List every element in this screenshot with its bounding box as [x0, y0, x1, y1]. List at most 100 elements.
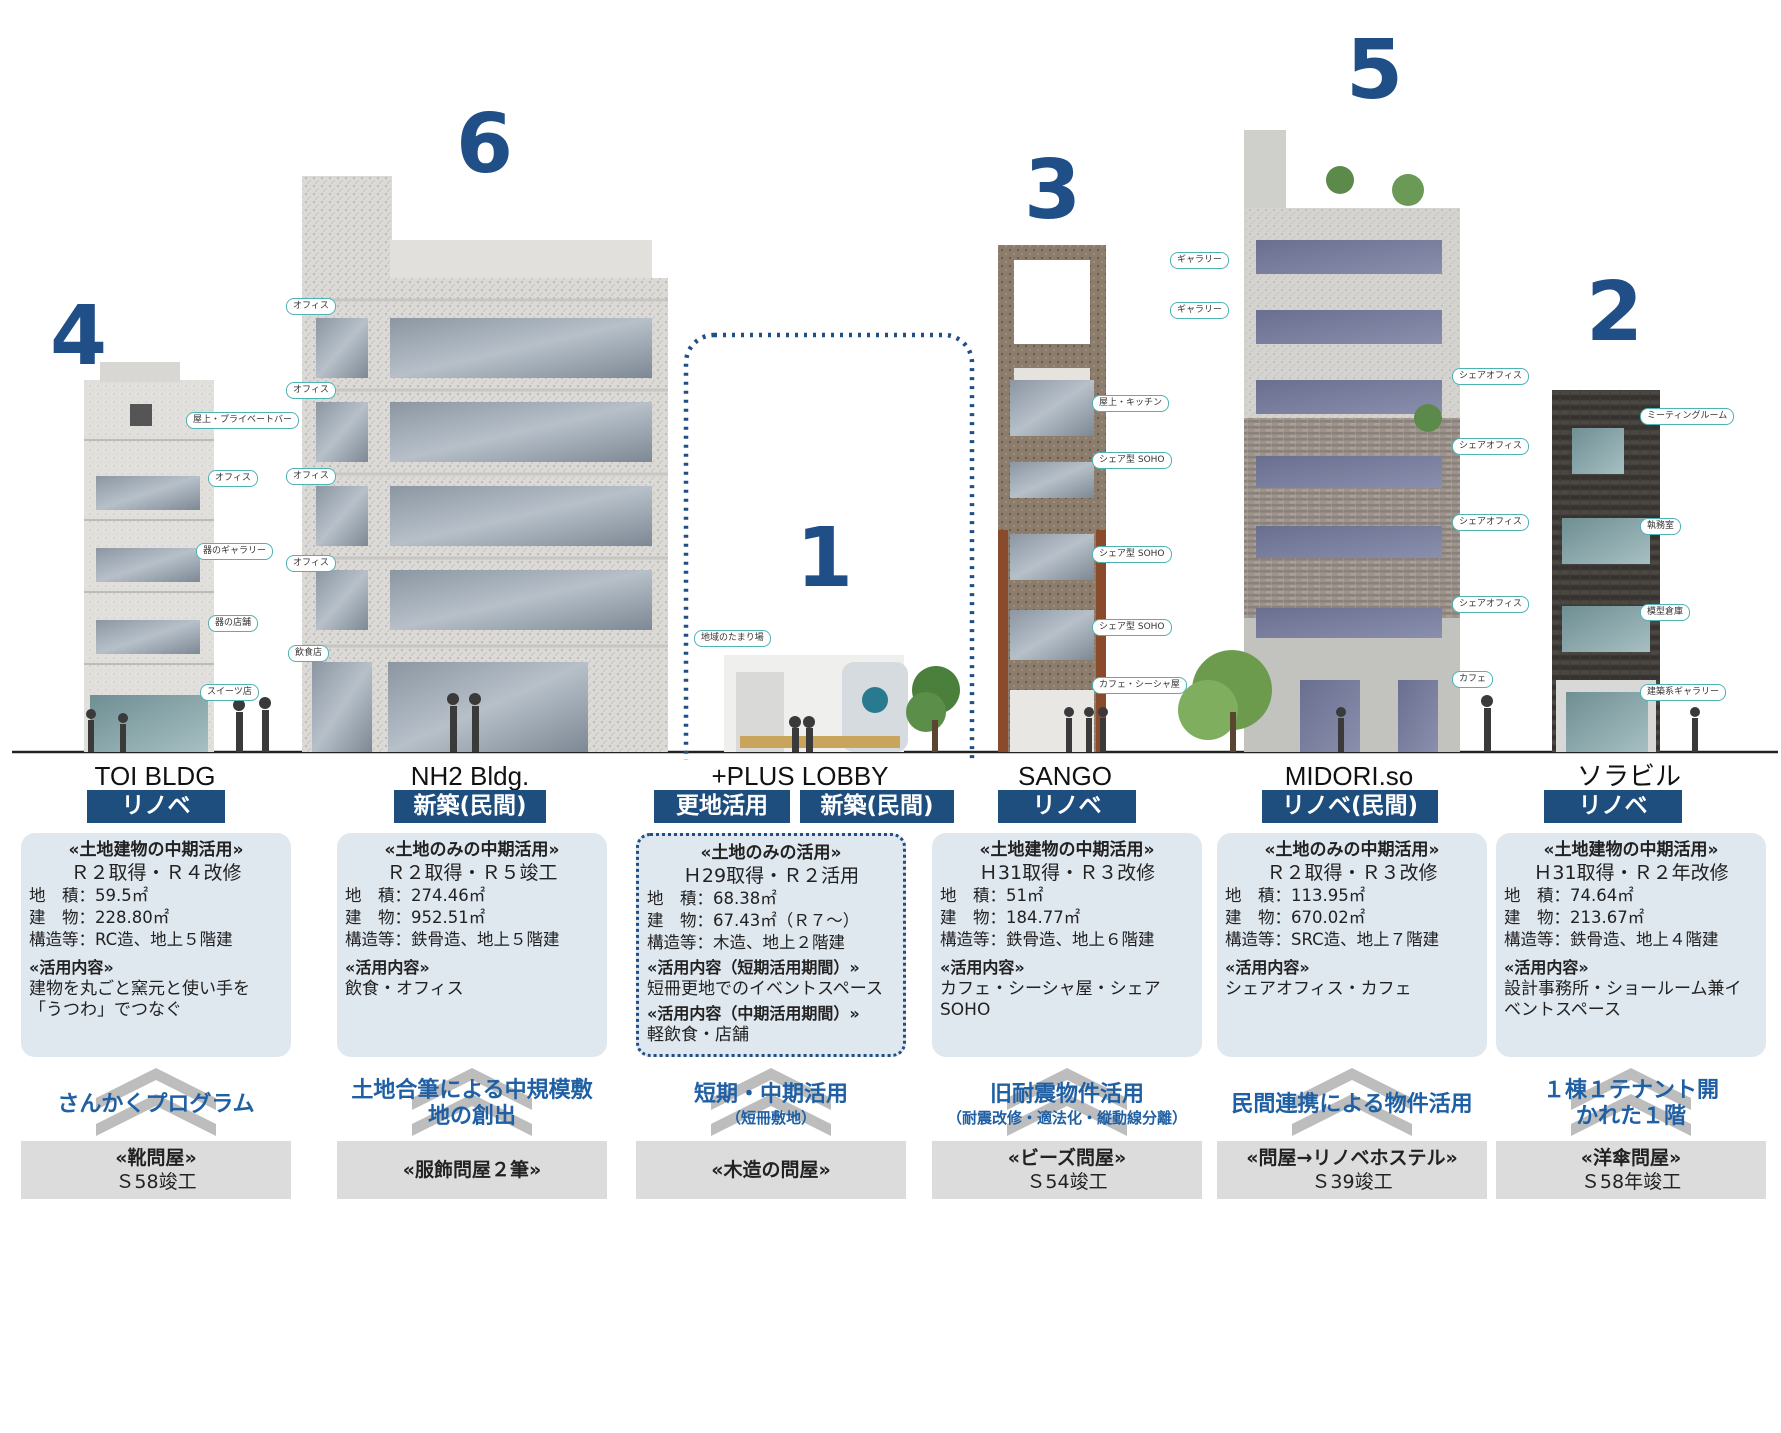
- card-area: 地 積：51㎡: [940, 886, 1044, 905]
- card-heading: «土地建物の中期活用»: [68, 840, 244, 860]
- bubble-sora-office-room: 執務室: [1640, 518, 1682, 535]
- card-heading: «土地建物の中期活用»: [1543, 840, 1719, 860]
- building-name-toi: TOI BLDG: [94, 761, 216, 791]
- tag-pluslobby-new-build: 新築(民間): [800, 790, 954, 823]
- card-subheading: Ｒ２取得・Ｒ４改修: [70, 862, 242, 884]
- card-area: 地 積：113.95㎡: [1225, 886, 1366, 905]
- card-heading: «土地のみの中期活用»: [384, 840, 560, 860]
- card-subheading: Ｈ31取得・Ｒ２年改修: [1533, 862, 1729, 884]
- card-structure: 構造等：鉄骨造、地上５階建: [345, 930, 560, 949]
- card-structure: 構造等：鉄骨造、地上４階建: [1504, 930, 1719, 949]
- chevron-up-icon: [96, 1068, 216, 1110]
- card-building: 建 物：67.43㎡（Ｒ７～）: [647, 911, 860, 930]
- card-use-text: 建物を丸ごと窯元と使い手を「うつわ」でつなぐ: [29, 979, 250, 1020]
- tag-toi-renovation: リノベ: [87, 790, 225, 823]
- card-structure: 構造等：鉄骨造、地上６階建: [940, 930, 1155, 949]
- card-area: 地 積：274.46㎡: [345, 886, 486, 905]
- chevron-up-icon: [711, 1068, 831, 1110]
- people-silhouettes: [86, 693, 1700, 752]
- program-title-sango: 旧耐震物件活用 （耐震改修・適法化・縦動線分離）: [922, 1082, 1212, 1128]
- origin-label: «木造の問屋»: [711, 1159, 831, 1181]
- card-use-text: 設計事務所・ショールーム兼イベントスペース: [1504, 979, 1742, 1020]
- building-name-sorabiru: ソラビル: [1576, 761, 1681, 791]
- chevron-up-icon: [1292, 1094, 1412, 1136]
- number-label-3: 3: [1024, 143, 1082, 238]
- program-title-sorabiru: １棟１テナント開かれた１階: [1542, 1078, 1719, 1129]
- card-heading: «土地のみの中期活用»: [1264, 840, 1440, 860]
- card-use-label: «活用内容»: [29, 958, 114, 977]
- card-building: 建 物：228.80㎡: [29, 908, 170, 927]
- chevron-up-icon: [1292, 1068, 1412, 1110]
- chevron-up-icon: [711, 1094, 831, 1136]
- street-elevation-illustration: [12, 130, 1778, 760]
- card-area: 地 積：74.64㎡: [1504, 886, 1634, 905]
- card-use-label: «活用内容»: [940, 958, 1025, 977]
- bubble-midori-cafe: カフェ: [1452, 671, 1494, 688]
- tag-midori-renovation: リノベ(民間): [1262, 790, 1438, 823]
- tag-pluslobby-vacant-lot: 更地活用: [654, 790, 790, 823]
- program-title-toi: さんかくプログラム: [57, 1092, 255, 1117]
- card-structure: 構造等：RC造、地上５階建: [29, 930, 233, 949]
- origin-box-sorabiru: «洋傘問屋» Ｓ58年竣工: [1496, 1141, 1766, 1199]
- card-use-label: «活用内容»: [1225, 958, 1310, 977]
- card-heading: «土地のみの活用»: [700, 843, 842, 863]
- origin-label: «靴問屋»: [115, 1147, 197, 1169]
- card-use-label-short-term: «活用内容（短期活用期間）»: [647, 958, 860, 977]
- bubble-sora-gallery: 建築系ギャラリー: [1640, 684, 1727, 701]
- origin-box-toi: «靴問屋» Ｓ58竣工: [21, 1141, 291, 1199]
- plus-lobby-illustration: [683, 332, 975, 760]
- bubble-nh2-office-4: オフィス: [286, 555, 336, 572]
- card-building: 建 物：952.51㎡: [345, 908, 486, 927]
- bubble-sango-soho-1: シェア型 SOHO: [1092, 452, 1172, 469]
- card-subheading: Ｒ２取得・Ｒ５竣工: [386, 862, 558, 884]
- chevron-up-icon: [1007, 1094, 1127, 1136]
- tag-sorabiru-renovation: リノベ: [1544, 790, 1682, 823]
- program-title-nh2: 土地合筆による中規模敷地の創出: [351, 1078, 593, 1129]
- number-label-2: 2: [1586, 265, 1644, 360]
- origin-box-midori: «問屋→リノベホステル» Ｓ39竣工: [1217, 1141, 1487, 1199]
- chevron-up-icon: [412, 1094, 532, 1136]
- bubble-sango-rooftop-kitchen: 屋上・キッチン: [1092, 395, 1170, 412]
- plus-lobby-dotted-outline: [683, 332, 975, 760]
- tag-sango-renovation: リノベ: [998, 790, 1136, 823]
- card-subheading: Ｈ29取得・Ｒ２活用: [682, 865, 860, 887]
- origin-label: «洋傘問屋»: [1580, 1147, 1682, 1169]
- card-use-label: «活用内容»: [345, 958, 430, 977]
- bubble-toi-gallery: 器のギャラリー: [196, 543, 274, 560]
- info-card-sango: «土地建物の中期活用» Ｈ31取得・Ｒ３改修 地 積：51㎡ 建 物：184.7…: [932, 833, 1202, 1057]
- origin-year: Ｓ54竣工: [1026, 1171, 1108, 1193]
- bubble-toi-office: オフィス: [208, 470, 258, 487]
- sango-illustration: [998, 245, 1106, 752]
- card-subheading: Ｒ２取得・Ｒ３改修: [1266, 862, 1438, 884]
- card-use-text-mid-term: 軽飲食・店舗: [647, 1025, 749, 1045]
- chevron-up-icon: [96, 1094, 216, 1136]
- card-area: 地 積：68.38㎡: [647, 889, 777, 908]
- bubble-midori-share-office-2: シェアオフィス: [1452, 438, 1529, 455]
- card-use-text-short-term: 短冊更地でのイベントスペース: [647, 979, 883, 999]
- chevron-up-icon: [1007, 1068, 1127, 1110]
- card-use-label: «活用内容»: [1504, 958, 1589, 977]
- origin-year: Ｓ39竣工: [1311, 1171, 1393, 1193]
- origin-box-nh2: «服飾問屋２筆»: [337, 1141, 607, 1199]
- origin-box-pluslobby: «木造の問屋»: [636, 1141, 906, 1199]
- upward-chevrons: [96, 1068, 1691, 1136]
- info-card-nh2: «土地のみの中期活用» Ｒ２取得・Ｒ５竣工 地 積：274.46㎡ 建 物：95…: [337, 833, 607, 1057]
- toi-bldg-illustration: [84, 362, 214, 752]
- origin-box-sango: «ビーズ問屋» Ｓ54竣工: [932, 1141, 1202, 1199]
- bubble-nh2-office-1: オフィス: [286, 298, 336, 315]
- midori-so-illustration: [1178, 130, 1460, 752]
- origin-label: «ビーズ問屋»: [1007, 1147, 1127, 1169]
- bubble-nh2-office-3: オフィス: [286, 468, 336, 485]
- card-building: 建 物：670.02㎡: [1225, 908, 1366, 927]
- chevron-up-icon: [412, 1068, 532, 1110]
- info-card-toi: «土地建物の中期活用» Ｒ２取得・Ｒ４改修 地 積：59.5㎡ 建 物：228.…: [21, 833, 291, 1057]
- card-subheading: Ｈ31取得・Ｒ３改修: [978, 862, 1156, 884]
- origin-label: «問屋→リノベホステル»: [1246, 1147, 1458, 1169]
- program-subtitle: （短冊敷地）: [725, 1109, 816, 1127]
- bubble-nh2-restaurant: 飲食店: [288, 645, 330, 662]
- bubble-sango-cafe: カフェ・シーシャ屋: [1092, 677, 1187, 694]
- bubble-midori-gallery-2: ギャラリー: [1170, 302, 1230, 319]
- bubble-sora-meeting-room: ミーティングルーム: [1640, 408, 1735, 425]
- chevron-up-icon: [1571, 1068, 1691, 1110]
- bubble-sora-model-storage: 模型倉庫: [1640, 604, 1691, 621]
